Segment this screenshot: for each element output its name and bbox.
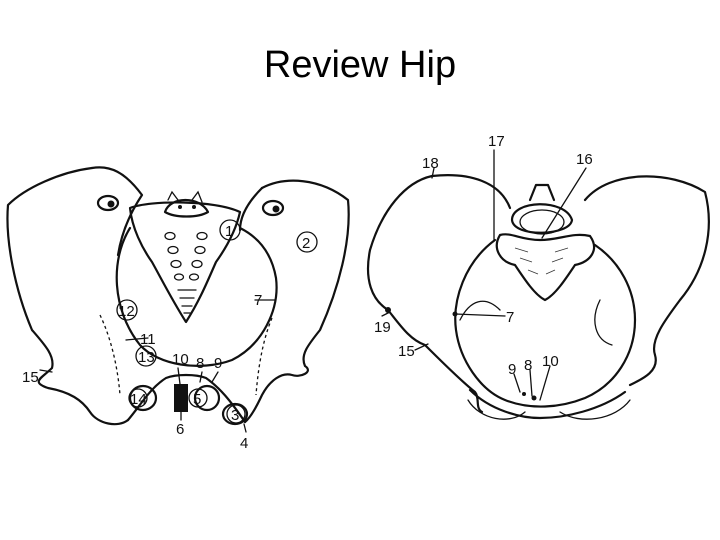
left-pelvis-diagram: 1 2 3 4 5 6 7 8 9 10 11 12 13 14 15 (6, 166, 350, 452)
sacrum-outline (128, 201, 242, 324)
right-ilium-mark-dot (272, 205, 280, 213)
left-label-11: 11 (140, 331, 156, 348)
left-label-6: 6 (176, 421, 184, 438)
right-pelvis-diagram: 7 8 9 10 15 16 17 18 19 (366, 133, 710, 420)
obturator-left (467, 399, 526, 420)
right-ilium-outline (243, 179, 350, 424)
left-ilium-outline (6, 166, 130, 426)
outer-pelvis-outline (366, 174, 484, 414)
obturator-right (559, 399, 631, 420)
left-ilium-mark-dot (107, 200, 115, 208)
sacral-foramina-hatch (514, 247, 569, 275)
right-label-16: 16 (576, 151, 593, 168)
left-label-13: 13 (138, 349, 155, 366)
left-label-10: 10 (172, 351, 189, 368)
slide-title: Review Hip (263, 44, 457, 86)
pubic-arch (126, 373, 247, 424)
sacral-foramina (164, 231, 208, 281)
left-label-5: 5 (193, 391, 201, 408)
left-label-1: 1 (225, 223, 233, 240)
left-ilium-crest (430, 174, 512, 210)
left-label-7: 7 (254, 292, 262, 309)
right-label-19: 19 (374, 319, 391, 336)
left-label-9: 9 (214, 355, 222, 372)
left-label-8: 8 (196, 355, 204, 372)
pelvic-brim (115, 226, 278, 367)
right-obturator (193, 384, 221, 412)
right-dashed-line (255, 317, 273, 396)
right-label-7: 7 (506, 309, 514, 326)
sacral-wings (495, 233, 596, 302)
left-obturator (128, 384, 158, 412)
left-dashed-line (99, 314, 121, 396)
right-label-10: 10 (542, 353, 559, 370)
left-label-3: 3 (231, 407, 239, 424)
right-ilium-outline-top (583, 175, 710, 387)
coccyx (177, 289, 197, 314)
vertebral-body (519, 209, 565, 235)
left-ilium-mark (96, 194, 120, 212)
right-label-18: 18 (422, 155, 439, 172)
right-label-15: 15 (398, 343, 415, 360)
asis-dot (385, 307, 391, 313)
ischial-tuberosity (221, 402, 249, 426)
pubic-tubercle-dot (531, 395, 537, 401)
left-label-14: 14 (130, 391, 147, 408)
sacral-spine (167, 190, 203, 203)
left-label-12: 12 (118, 303, 135, 320)
pubic-crest-dot (522, 392, 526, 396)
pubic-symphysis (174, 384, 188, 412)
left-label-2: 2 (302, 235, 310, 252)
right-ilium-wing (238, 186, 264, 232)
sacral-promontory (163, 199, 210, 218)
left-label-15: 15 (22, 369, 39, 386)
sacral-vertebra (510, 203, 574, 234)
left-leader-lines (39, 299, 276, 433)
right-ilium-mark (261, 199, 285, 217)
sacral-mark-2 (192, 205, 196, 209)
sacral-mark (178, 205, 182, 209)
left-ilium-wing (90, 166, 144, 257)
inner-contour (459, 299, 613, 346)
right-label-9: 9 (508, 361, 516, 378)
left-label-4: 4 (240, 435, 248, 452)
pubic-rim (468, 388, 627, 420)
right-label-17: 17 (488, 133, 505, 150)
right-leader-lines (381, 149, 587, 401)
right-label-8: 8 (524, 357, 532, 374)
left-label-circles (116, 219, 318, 424)
spinous-process (528, 183, 556, 202)
